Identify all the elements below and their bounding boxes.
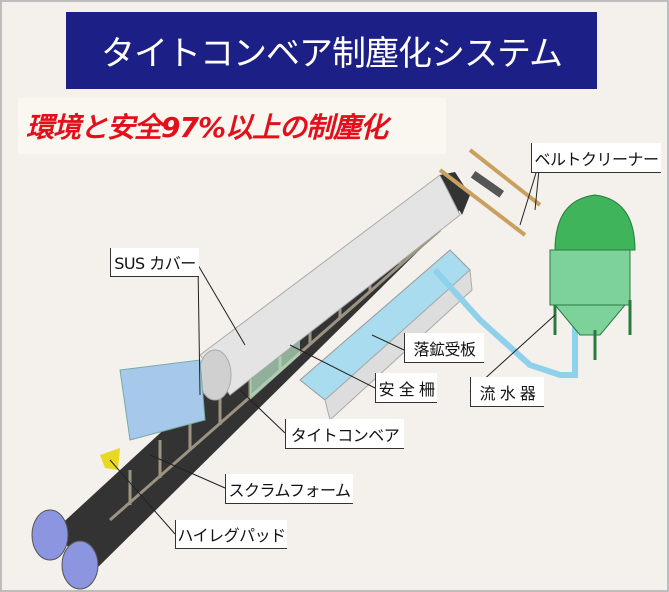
label-scrum-form: スクラムフォーム [225, 474, 353, 504]
high-leg-pad [100, 448, 120, 470]
water-tank [549, 194, 636, 360]
label-ore-drop-plate: 落鉱受板 [404, 333, 484, 363]
label-belt-cleaner: ベルトクリーナー [531, 143, 661, 173]
label-water-flow: 流 水 器 [470, 377, 544, 407]
subtitle: 環境と安全97%以上の制塵化 [18, 98, 446, 154]
label-sus-cover: SUS カバー [110, 248, 199, 277]
label-tight-conveyor: タイトコンベア [285, 419, 404, 449]
label-high-leg-pad: ハイレグパッド [175, 520, 287, 549]
water-pipe [432, 267, 578, 378]
page-title: タイトコンベア制塵化システム [66, 12, 597, 89]
belt-cleaner [438, 168, 527, 237]
hopper [119, 359, 206, 441]
label-safety-fence: 安 全 柵 [375, 373, 437, 403]
belt-pulley [31, 509, 69, 561]
